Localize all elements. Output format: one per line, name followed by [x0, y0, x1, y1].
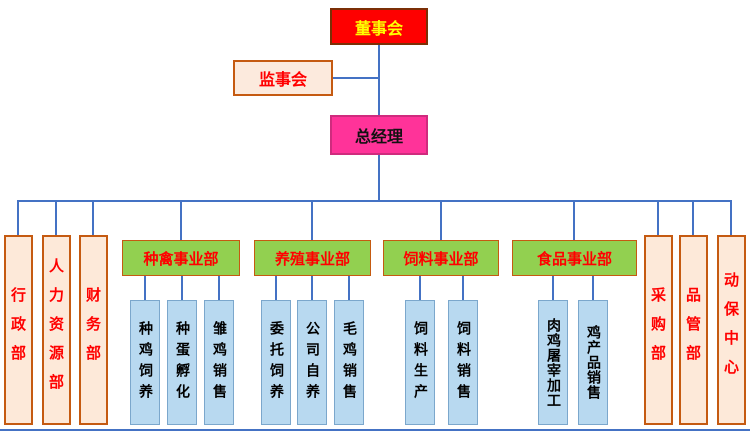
sub-slaughter-processing: 肉鸡屠宰加工: [538, 300, 568, 425]
node-gm-label: 总经理: [354, 127, 403, 146]
node-board-of-directors: 董事会: [330, 8, 428, 45]
division-breeding-poultry-label: 种禽事业部: [143, 249, 219, 268]
connector-drop-finance: [92, 200, 94, 235]
connector-drop-sub: [311, 276, 313, 300]
division-food-label: 食品事业部: [536, 249, 612, 268]
division-feed: 饲料事业部: [383, 240, 499, 276]
connector-board-to-gm: [378, 45, 380, 115]
dept-quality-control-label: 品管部: [684, 286, 702, 374]
sub-broiler-sales: 毛鸡销售: [334, 300, 364, 425]
sub-breeder-chicken-raising: 种鸡饲养: [130, 300, 160, 425]
connector-drop-animal-health: [730, 200, 732, 235]
connector-drop-sub: [275, 276, 277, 300]
division-feed-label: 饲料事业部: [403, 249, 479, 268]
connector-drop-sub: [218, 276, 220, 300]
division-breeding-poultry: 种禽事业部: [122, 240, 240, 276]
dept-human-resources: 人力资源部: [42, 235, 71, 425]
connector-drop-quality: [692, 200, 694, 235]
connector-drop-hr: [55, 200, 57, 235]
dept-purchasing: 采购部: [644, 235, 673, 425]
sub-breeder-chicken-raising-label: 种鸡饲养: [137, 320, 153, 405]
sub-egg-hatching: 种蛋孵化: [167, 300, 197, 425]
connector-drop-farming: [311, 200, 313, 240]
node-supervisory-label: 监事会: [258, 70, 307, 89]
connector-drop-sub: [419, 276, 421, 300]
dept-administration-label: 行政部: [9, 286, 27, 374]
connector-drop-feed: [440, 200, 442, 240]
sub-company-raising-label: 公司自养: [304, 320, 320, 405]
connector-drop-sub: [348, 276, 350, 300]
slide-bottom-border: [0, 429, 750, 431]
connector-drop-food: [573, 200, 575, 240]
connector-drop-sub: [592, 276, 594, 300]
connector-gm-trunk: [378, 155, 380, 201]
sub-broiler-sales-label: 毛鸡销售: [341, 320, 357, 405]
sub-feed-production-label: 饲料生产: [412, 320, 428, 405]
division-farming: 养殖事业部: [254, 240, 371, 276]
connector-drop-breeding: [180, 200, 182, 240]
sub-chicken-product-sales-label: 鸡产品销售: [585, 325, 601, 400]
connector-drop-sub: [462, 276, 464, 300]
dept-animal-health-center: 动保中心: [717, 235, 746, 425]
sub-entrusted-raising-label: 委托饲养: [268, 320, 284, 405]
connector-drop-sub: [552, 276, 554, 300]
sub-entrusted-raising: 委托饲养: [261, 300, 291, 425]
sub-feed-sales: 饲料销售: [448, 300, 478, 425]
sub-company-raising: 公司自养: [297, 300, 327, 425]
sub-slaughter-processing-label: 肉鸡屠宰加工: [545, 317, 561, 408]
node-board-label: 董事会: [354, 18, 403, 38]
sub-feed-sales-label: 饲料销售: [455, 320, 471, 405]
node-general-manager: 总经理: [330, 115, 428, 155]
connector-drop-sub: [181, 276, 183, 300]
sub-chicken-product-sales: 鸡产品销售: [578, 300, 608, 425]
sub-chick-sales-label: 雏鸡销售: [211, 320, 227, 405]
node-supervisory-board: 监事会: [233, 60, 333, 96]
connector-main-horizontal: [17, 200, 732, 202]
connector-drop-administration: [17, 200, 19, 235]
division-food: 食品事业部: [512, 240, 637, 276]
dept-animal-health-center-label: 动保中心: [722, 272, 740, 388]
dept-quality-control: 品管部: [679, 235, 708, 425]
division-farming-label: 养殖事业部: [274, 249, 350, 268]
dept-finance-label: 财务部: [84, 286, 102, 374]
dept-finance: 财务部: [79, 235, 108, 425]
connector-drop-purchasing: [657, 200, 659, 235]
connector-supervisory: [333, 77, 379, 79]
sub-egg-hatching-label: 种蛋孵化: [174, 320, 190, 405]
sub-feed-production: 饲料生产: [405, 300, 435, 425]
dept-human-resources-label: 人力资源部: [47, 257, 65, 403]
connector-drop-sub: [144, 276, 146, 300]
dept-administration: 行政部: [4, 235, 33, 425]
dept-purchasing-label: 采购部: [649, 286, 667, 374]
sub-chick-sales: 雏鸡销售: [204, 300, 234, 425]
